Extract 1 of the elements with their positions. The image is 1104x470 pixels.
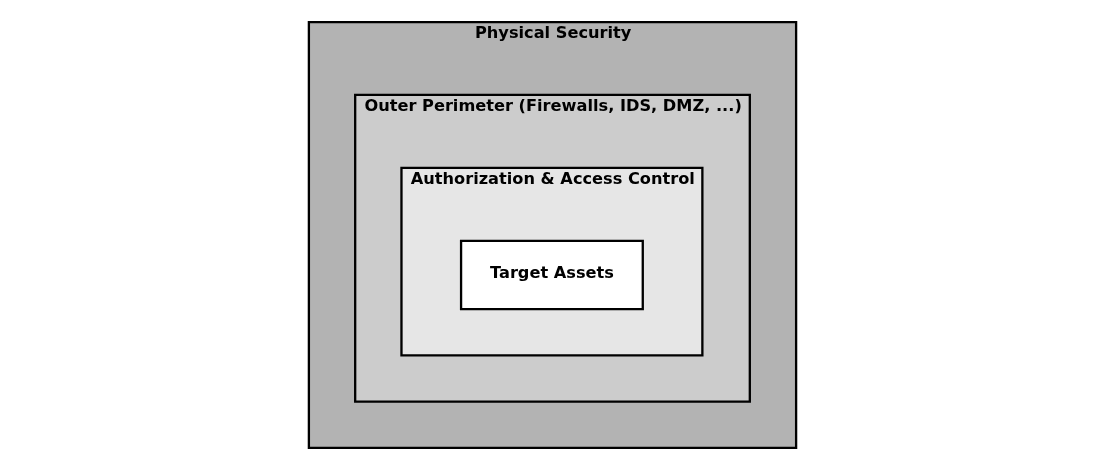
node-box: Target Assets xyxy=(459,239,644,311)
